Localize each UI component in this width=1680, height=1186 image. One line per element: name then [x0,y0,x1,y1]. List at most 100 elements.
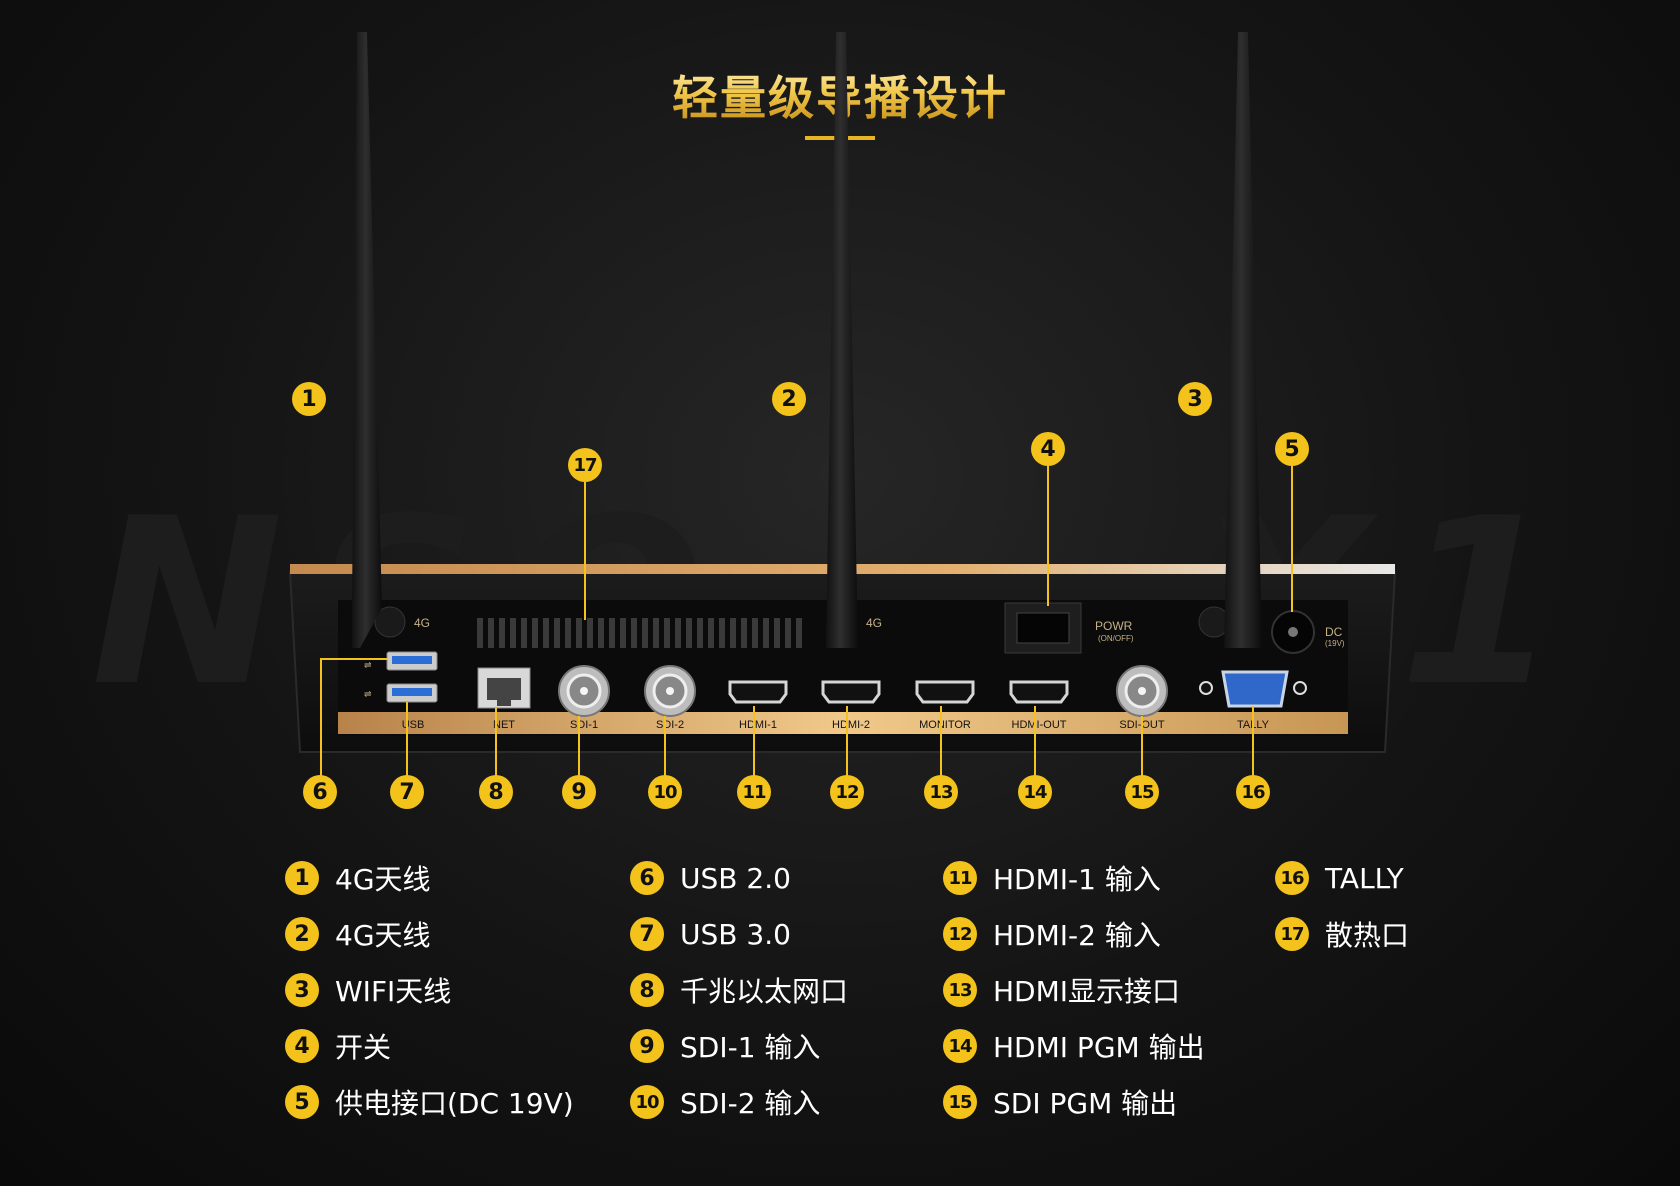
power-switch [1016,612,1070,644]
antenna-left [352,32,382,648]
callout-16: 16 [1236,775,1270,809]
legend-text: 散热口 [1325,919,1410,952]
hdmi-port [915,680,975,704]
vent-slot [730,618,736,648]
label-19v: (19V) [1325,639,1345,648]
vent-slot [686,618,692,648]
vent-slot [609,618,615,648]
label-4g-left: 4G [414,616,430,630]
legend-badge: 8 [630,973,664,1007]
leader-7 [406,702,408,776]
port-label-hdmi-out: HDMI-OUT [1012,719,1067,731]
vent-slot [664,618,670,648]
vent-slot [576,618,582,648]
legend-badge: 17 [1275,917,1309,951]
tally-port [1221,670,1289,708]
leader-12 [846,706,848,776]
legend-text: 4G天线 [335,919,431,952]
leader-15 [1141,716,1143,776]
callout-12: 12 [830,775,864,809]
port-label-monitor: MONITOR [919,719,971,731]
legend-badge: 12 [943,917,977,951]
legend-badge: 13 [943,973,977,1007]
legend-text: 千兆以太网口 [680,975,849,1008]
ethernet-port-socket [487,678,521,700]
callout-3: 3 [1178,382,1212,416]
bnc-sdi2 [644,665,696,717]
hdmi-port [728,680,788,704]
legend-text: HDMI-2 输入 [993,919,1161,952]
callout-6: 6 [303,775,337,809]
vent-slot [532,618,538,648]
vent-slot [543,618,549,648]
vent-slot [763,618,769,648]
legend-badge: 4 [285,1029,319,1063]
callout-14: 14 [1018,775,1052,809]
vent-slot [631,618,637,648]
vent-slot [554,618,560,648]
label-4g-mid: 4G [866,616,882,630]
callout-9: 9 [562,775,596,809]
vent-slot [653,618,659,648]
dc-jack-pin [1288,627,1298,637]
legend-badge: 10 [630,1085,664,1119]
legend-item: 15 SDI PGM 输出 [943,1074,1205,1130]
callout-11: 11 [737,775,771,809]
callout-4: 4 [1031,432,1065,466]
hdmi-port [1009,680,1069,704]
legend-text: 供电接口(DC 19V) [335,1087,574,1120]
vent-slot [598,618,604,648]
legend-badge: 11 [943,861,977,895]
leader-11 [753,706,755,776]
hdmi-port [821,680,881,704]
antenna-middle [826,32,858,648]
legend-item: 8 千兆以太网口 [630,962,848,1018]
leader-8 [495,708,497,776]
legend-text: HDMI-1 输入 [993,863,1161,896]
legend-badge: 3 [285,973,319,1007]
legend-text: WIFI天线 [335,975,452,1008]
legend-badge: 6 [630,861,664,895]
legend-text: TALLY [1325,861,1404,895]
legend-item: 12 HDMI-2 输入 [943,906,1205,962]
leader-14 [1034,706,1036,776]
legend-badge: 5 [285,1085,319,1119]
leader-9 [578,716,580,776]
vent-slot [510,618,516,648]
legend-item: 3 WIFI天线 [285,962,574,1018]
vent-slot [642,618,648,648]
label-dc: DC [1325,625,1343,639]
legend-item: 17 散热口 [1275,906,1409,962]
antenna-right [1224,32,1262,648]
vent-slot [752,618,758,648]
legend-text: SDI PGM 输出 [993,1087,1178,1120]
callout-5: 5 [1275,432,1309,466]
legend-text: SDI-1 输入 [680,1031,821,1064]
legend-badge: 15 [943,1085,977,1119]
tally-screw-left [1199,681,1213,695]
vent-slot [719,618,725,648]
bnc-sdi1 [558,665,610,717]
port-label-net: NET [493,719,515,731]
callout-7: 7 [390,775,424,809]
leader-17 [584,482,586,620]
legend-badge: 9 [630,1029,664,1063]
legend-badge: 1 [285,861,319,895]
port-label-hdmi1: HDMI-1 [739,719,777,731]
legend-text: USB 3.0 [680,917,791,951]
vent-slots [477,618,802,648]
port-label-sdi2: SDI-2 [656,719,684,731]
legend-item: 11 HDMI-1 输入 [943,850,1205,906]
